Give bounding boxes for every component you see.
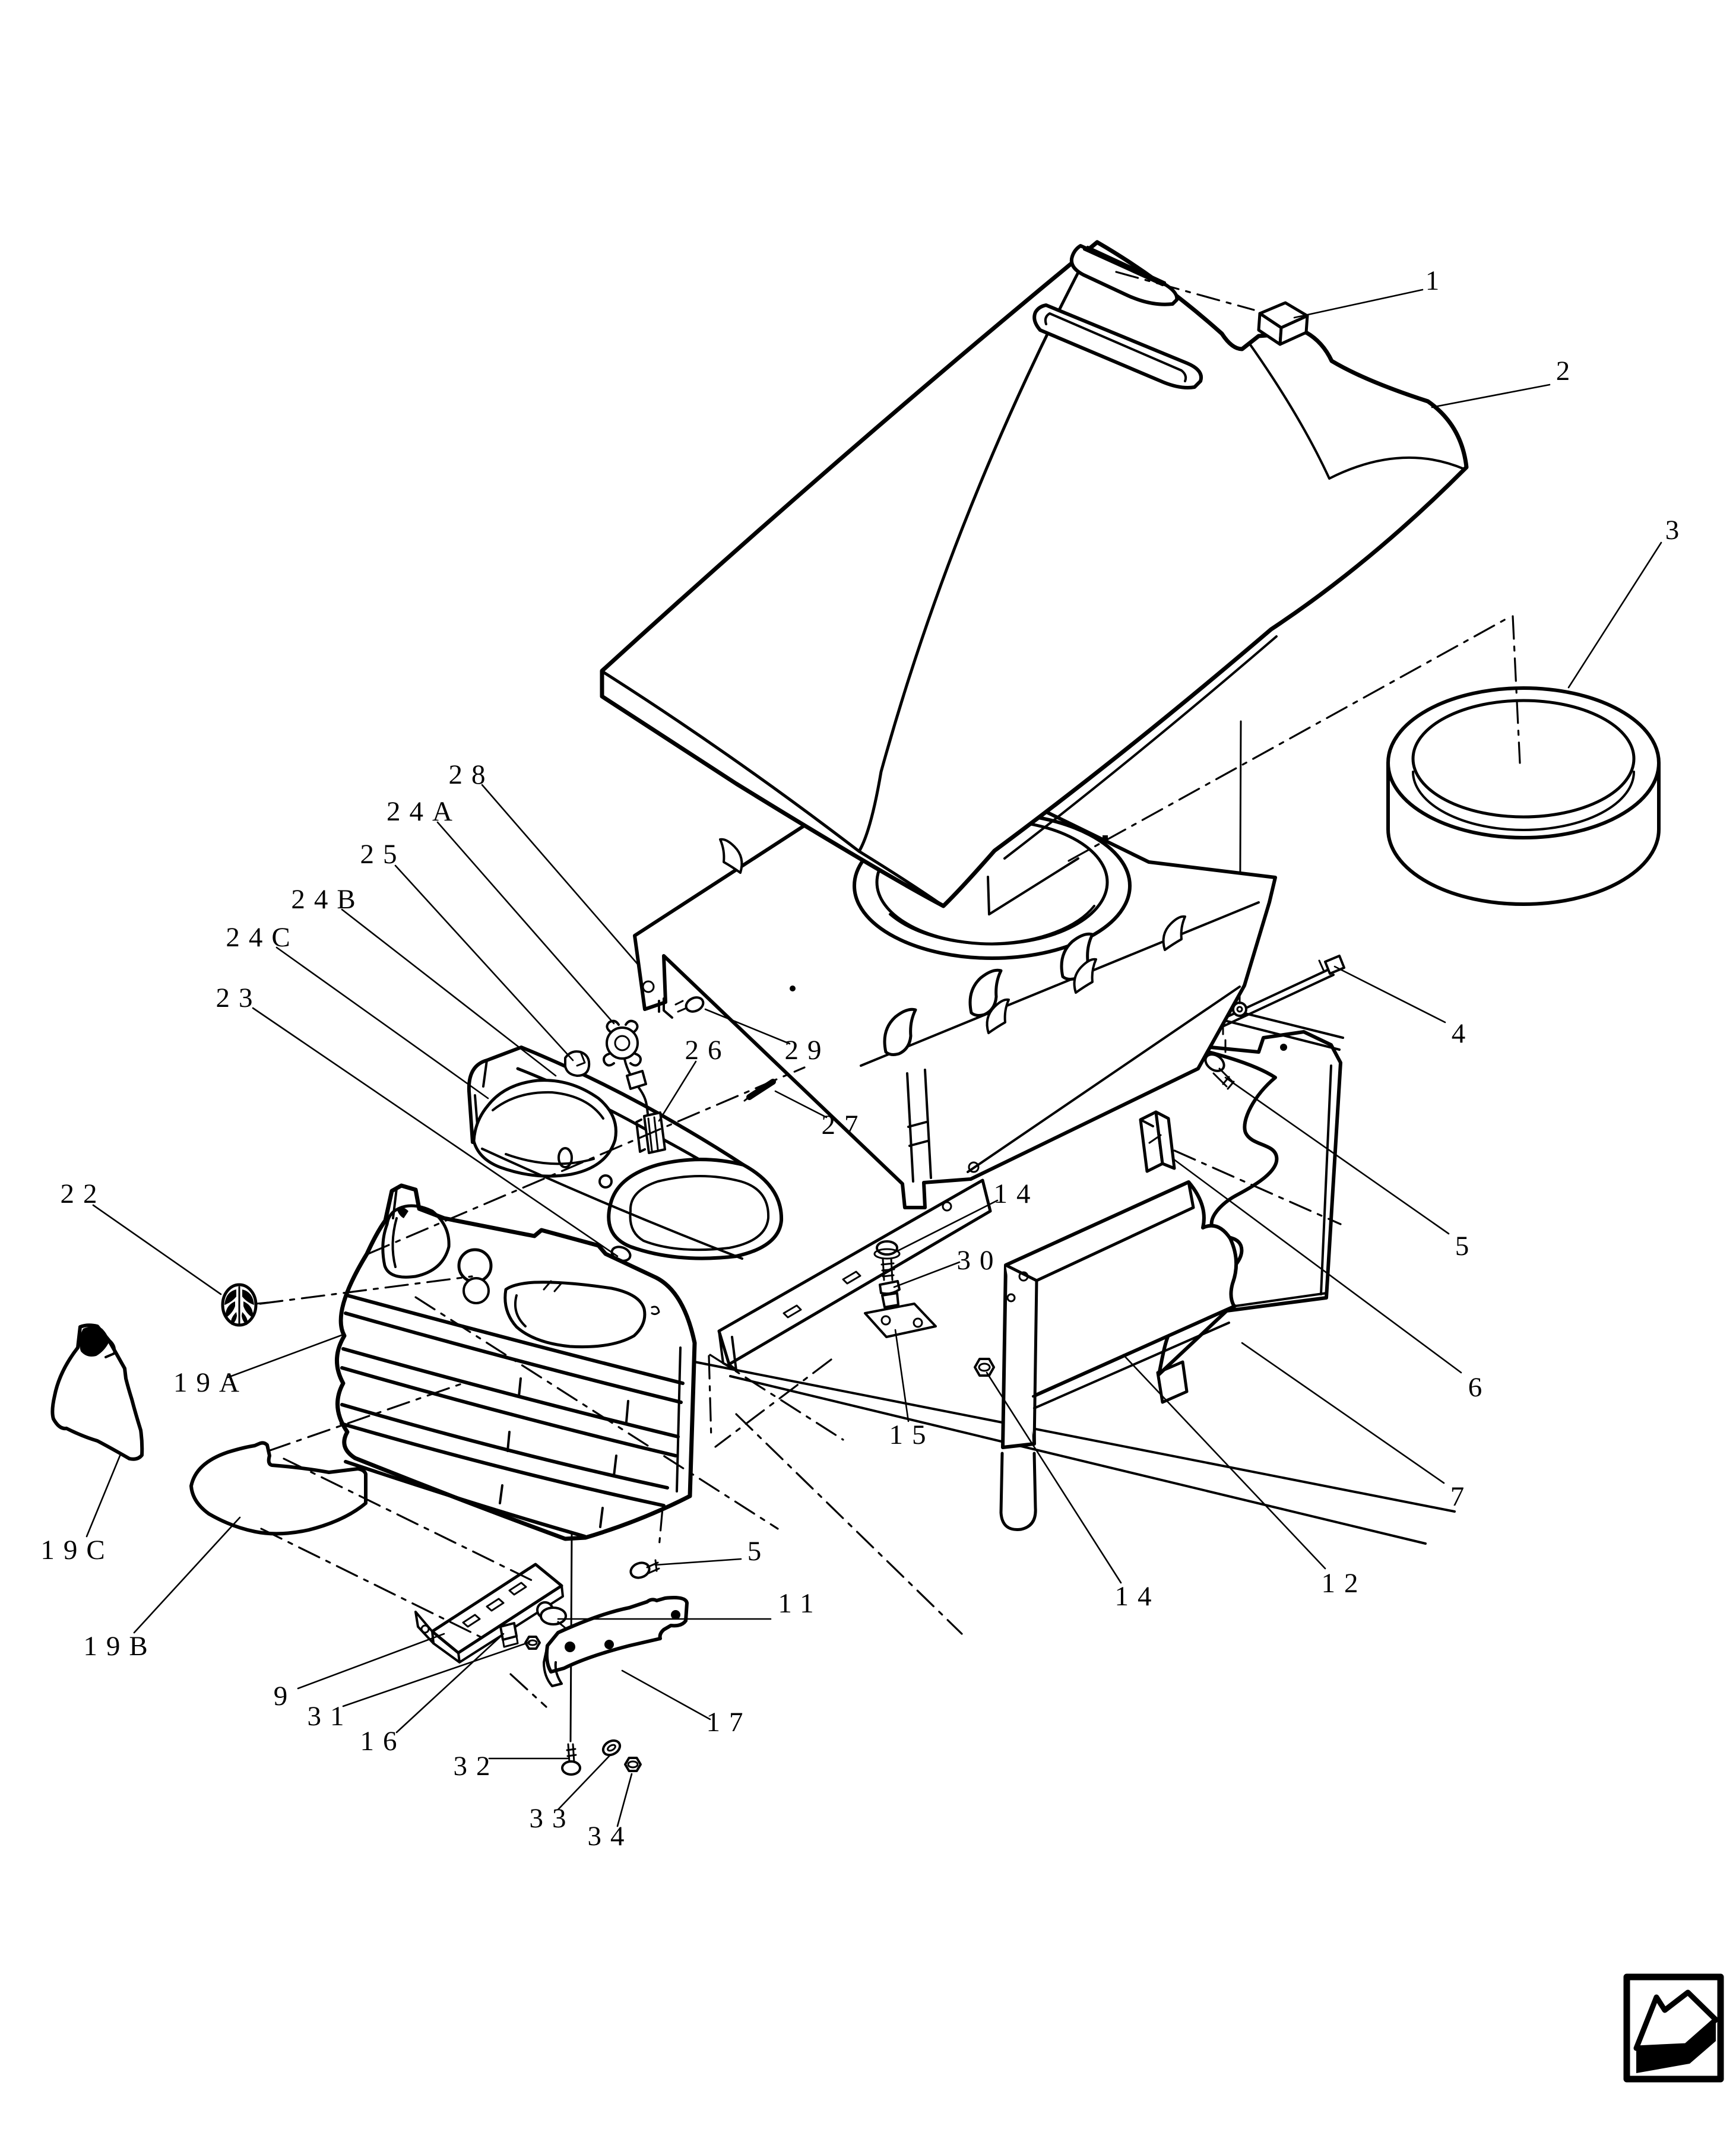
callout-22: 22	[61, 1178, 106, 1209]
nut-31	[524, 1636, 541, 1650]
callout-6: 6	[1468, 1372, 1491, 1403]
callout-11: 11	[778, 1588, 822, 1619]
hinge-bracket-9	[414, 1563, 564, 1663]
callout-24c: 24C	[226, 922, 299, 953]
callout-7: 7	[1450, 1481, 1474, 1512]
callout-14-right: 14	[1115, 1581, 1161, 1612]
nut-14-right	[974, 1358, 995, 1377]
callout-19b: 19B	[83, 1631, 156, 1662]
assembly-centerlines	[259, 271, 1521, 1708]
lower-grille-panel-12	[974, 1180, 1328, 1531]
side-shield-19b	[189, 1441, 368, 1536]
bottom-bracket-assembly	[414, 1533, 689, 1776]
bolt-14-top	[873, 1240, 901, 1281]
hood-panel-2	[600, 240, 1469, 908]
callout-19c: 19C	[40, 1535, 113, 1566]
bolt-11	[536, 1601, 567, 1629]
screw-32	[561, 1743, 581, 1776]
callout-30: 30	[957, 1245, 1003, 1276]
brand-emblem-22	[221, 1283, 270, 1327]
callout-24b: 24B	[291, 884, 364, 915]
callout-28: 28	[449, 759, 495, 790]
callout-5-right: 5	[1455, 1231, 1478, 1262]
callout-2: 2	[1556, 356, 1579, 386]
callout-15: 15	[889, 1419, 935, 1450]
headlight-shroud-panel	[467, 996, 784, 1285]
callout-12: 12	[1322, 1568, 1367, 1599]
connector-plug-26	[635, 1111, 666, 1154]
callout-4: 4	[1452, 1018, 1475, 1049]
side-shield-19c	[50, 1323, 144, 1461]
callout-23: 23	[216, 983, 262, 1013]
callout-34: 34	[588, 1821, 633, 1852]
callout-25: 25	[360, 839, 406, 870]
screw-5-right	[1204, 1025, 1235, 1090]
latch-plate-15	[864, 1303, 937, 1338]
callout-labels: 1 2 3 4 5 6 7 12 14 15 30 14 29 26 27 28…	[40, 265, 1689, 1852]
platform-rails	[682, 1358, 1456, 1545]
nut-34	[624, 1757, 642, 1772]
callout-5-left: 5	[747, 1536, 771, 1567]
hood-bumper-pad-1	[1257, 301, 1309, 346]
washer-33	[601, 1739, 622, 1757]
callout-26: 26	[685, 1035, 731, 1066]
callout-33: 33	[530, 1803, 575, 1834]
callout-1: 1	[1425, 265, 1449, 296]
callout-32: 32	[454, 1751, 499, 1782]
screw-29	[658, 996, 705, 1019]
callout-leader-lines	[85, 289, 1662, 1827]
screw-5-left	[629, 1559, 660, 1579]
callout-29: 29	[785, 1035, 831, 1066]
callout-31: 31	[308, 1701, 353, 1732]
seal-strip-6	[1139, 1110, 1176, 1173]
wing-clip-30	[879, 1280, 901, 1308]
page-return-arrow-icon[interactable]	[1623, 1973, 1724, 2083]
callout-3: 3	[1665, 515, 1689, 546]
callout-17: 17	[707, 1707, 752, 1738]
callout-9: 9	[274, 1681, 297, 1712]
air-cleaner-ring-3	[1386, 686, 1661, 906]
callout-24a: 24A	[387, 796, 461, 827]
callout-14-top: 14	[994, 1178, 1040, 1209]
support-bracket-17	[543, 1596, 689, 1687]
callout-27: 27	[822, 1110, 867, 1140]
callout-16: 16	[360, 1726, 406, 1757]
callout-19a: 19A	[173, 1367, 248, 1398]
grille-slats	[340, 1294, 685, 1538]
pin-27	[743, 1079, 776, 1102]
front-grille-19a	[335, 1183, 697, 1541]
